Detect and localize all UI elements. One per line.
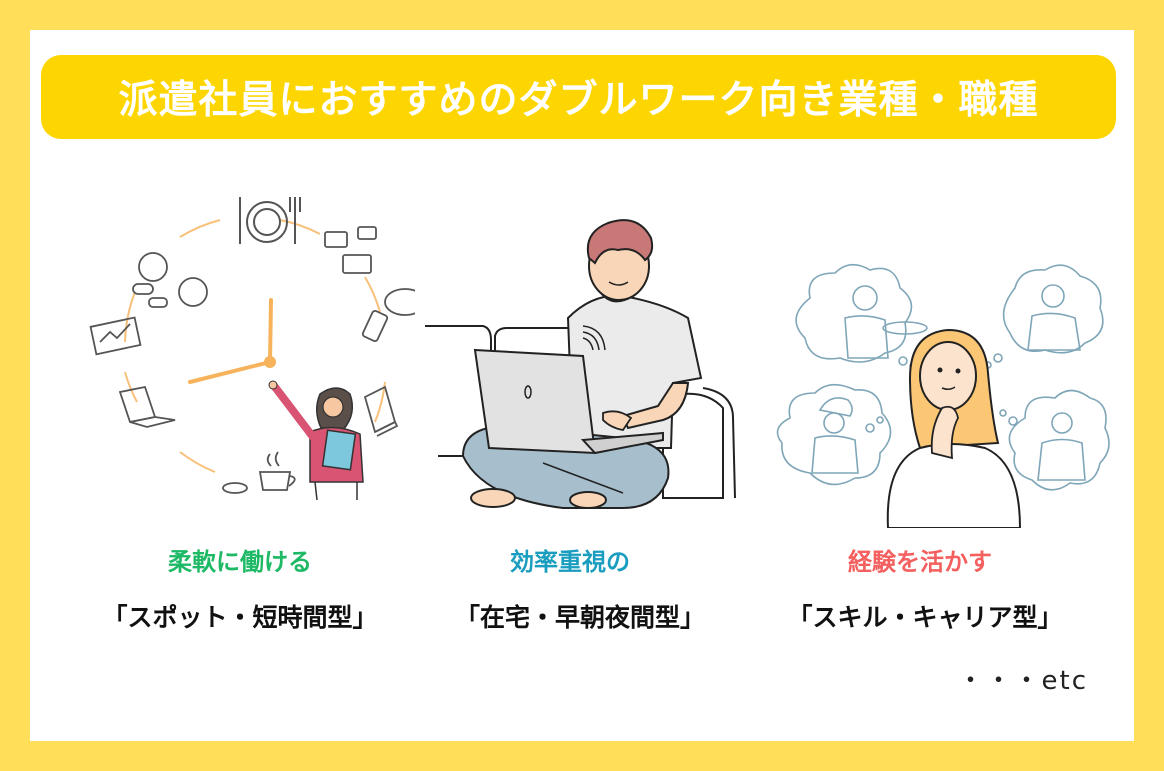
coffee-cup-icon bbox=[222, 451, 296, 494]
column-2-type-label: 「在宅・早朝夜間型」 bbox=[454, 603, 705, 632]
content-panel: 派遣社員におすすめのダブルワーク向き業種・職種 bbox=[30, 30, 1134, 741]
hand bbox=[930, 405, 959, 460]
woman-figure bbox=[268, 380, 364, 501]
laptop bbox=[473, 348, 597, 455]
thought-cloud-doctor bbox=[1002, 264, 1104, 354]
sweater bbox=[886, 443, 1022, 528]
column-1-type-label: 「スポット・短時間型」 bbox=[102, 603, 378, 632]
phone-mail-icon bbox=[361, 288, 415, 342]
chat-bubbles-icon bbox=[324, 226, 377, 274]
sofa-back bbox=[425, 325, 492, 356]
thinking-woman-illustration bbox=[776, 263, 1110, 528]
book-icon bbox=[363, 385, 399, 437]
chart-board-icon bbox=[89, 316, 142, 356]
etc-note: ・・・etc bbox=[957, 666, 1088, 696]
title-banner: 派遣社員におすすめのダブルワーク向き業種・職種 bbox=[41, 55, 1116, 139]
column-3-subtitle: 経験を活かす bbox=[848, 548, 992, 576]
thought-cloud-office bbox=[1008, 389, 1110, 491]
thought-cloud-chef bbox=[795, 263, 913, 363]
people-chat-icon bbox=[132, 252, 208, 308]
clock-tasks-illustration bbox=[89, 197, 415, 501]
laptop-icon bbox=[118, 385, 176, 428]
thought-cloud-builder bbox=[776, 383, 892, 486]
clock-hands-icon bbox=[188, 298, 276, 384]
face bbox=[919, 341, 977, 411]
column-2-subtitle: 効率重視の bbox=[510, 548, 630, 576]
plate-icon bbox=[239, 197, 301, 244]
column-3-type-label: 「スキル・キャリア型」 bbox=[787, 603, 1063, 632]
column-1-subtitle: 柔軟に働ける bbox=[168, 548, 312, 576]
wifi-icon bbox=[582, 325, 606, 351]
page-title: 派遣社員におすすめのダブルワーク向き業種・職種 bbox=[118, 78, 1039, 123]
clock-arc bbox=[179, 219, 221, 238]
laptop-man-illustration bbox=[425, 219, 736, 509]
hair bbox=[586, 219, 654, 265]
